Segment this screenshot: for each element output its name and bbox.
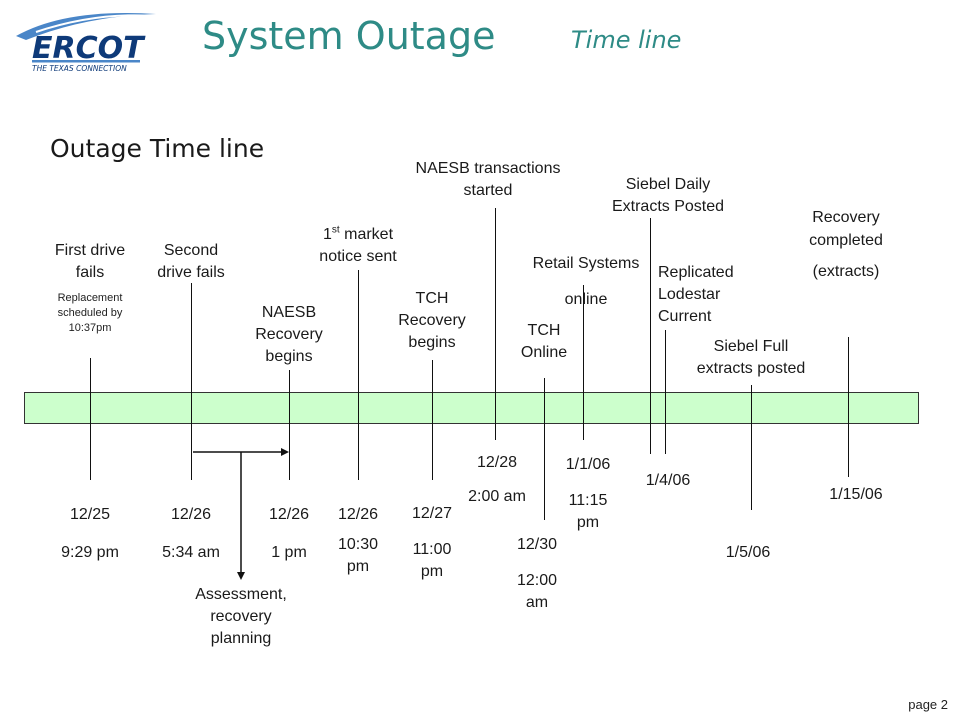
tick-naesb-transactions: [495, 208, 496, 440]
date-recovery-completed: 1/15/06: [829, 486, 883, 503]
label-market-notice: 1st market notice sent: [319, 224, 397, 265]
logo-swoosh: [16, 12, 156, 40]
date-replicated-lodestar: 1/4/06: [645, 472, 691, 489]
section-title: Outage Time line: [50, 134, 265, 163]
tick-naesb-recovery: [289, 370, 290, 480]
tick-first-drive: [90, 358, 91, 480]
tick-tch-recovery: [432, 360, 433, 480]
tick-replicated-lodestar: [665, 330, 666, 454]
tick-second-drive: [191, 283, 192, 480]
assessment-arrowhead-right: [281, 448, 289, 456]
date-siebel-full: 1/5/06: [725, 544, 771, 561]
logo-tagline: THE TEXAS CONNECTION: [32, 64, 127, 73]
page-title: System Outage: [202, 14, 496, 58]
page-number: page 2: [908, 697, 948, 712]
tick-market-notice: [358, 270, 359, 480]
tick-siebel-full: [751, 385, 752, 510]
tick-recovery-completed: [848, 337, 849, 477]
tick-tch-online: [544, 378, 545, 520]
logo-underline: [32, 60, 140, 63]
tick-siebel-daily: [650, 218, 651, 454]
logo-swoosh-accent: [35, 14, 155, 33]
assessment-arrowhead-down: [237, 572, 245, 580]
ercot-logo: ERCOT THE TEXAS CONNECTION: [16, 12, 156, 73]
tick-retail-systems: [583, 285, 584, 440]
page-subtitle: Time line: [571, 26, 682, 54]
timeline-bar: [24, 392, 919, 424]
